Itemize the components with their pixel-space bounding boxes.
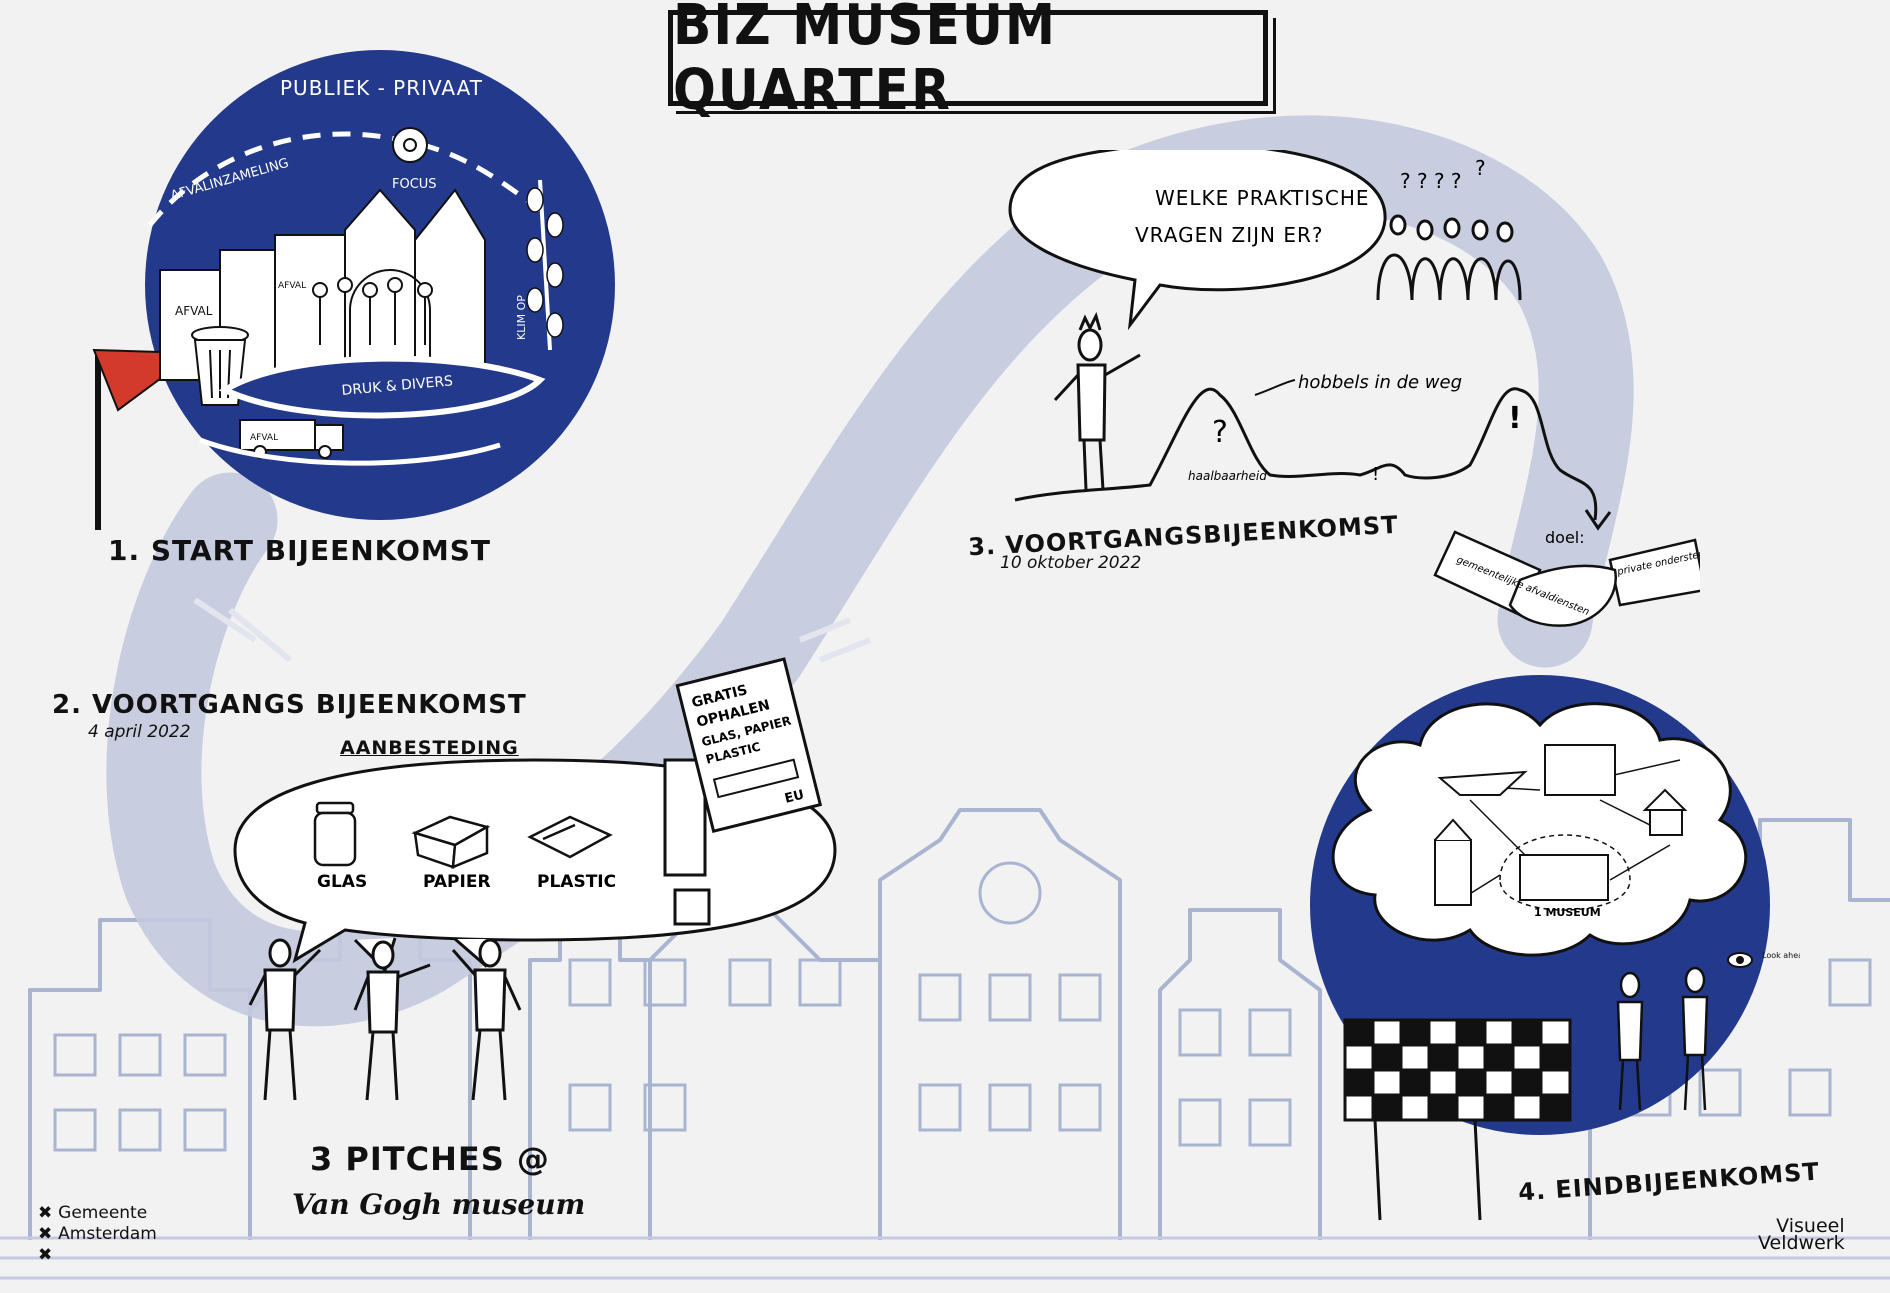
bubble-line-1: WELKE PRAKTISCHE (1155, 186, 1370, 210)
eye-icon (1727, 952, 1753, 968)
bubble-line-2: VRAGEN ZIJN ER? (1135, 223, 1324, 247)
hobbels-label: hobbels in de weg (1298, 372, 1462, 393)
plastic-label: PLASTIC (537, 872, 616, 892)
finish-flag-icon (1343, 1018, 1572, 1221)
credit: Visueel Veldwerk (1758, 1215, 1845, 1254)
glas-label: GLAS (317, 872, 367, 892)
amsterdam-text: Amsterdam (58, 1224, 157, 1244)
papier-label: PAPIER (423, 872, 491, 892)
title-box: BIZ MUSEUM QUARTER (668, 0, 1268, 123)
poster-eu: EU (783, 788, 805, 807)
eye-note-label: Look ahead (1762, 951, 1800, 960)
afval-small-label: AFVAL (278, 281, 306, 291)
people-group (312, 277, 433, 345)
question-bubble (1008, 150, 1387, 331)
step2-scene: GLAS PAPIER PLASTIC (233, 758, 837, 1101)
step2-label: 2. VOORTGANGS BIJEENKOMST (52, 690, 527, 720)
bumpy-road-line (1014, 387, 1598, 521)
svg-text:!: ! (1372, 464, 1379, 485)
haalbaarheid-label: haalbaarheid (1188, 469, 1267, 483)
svg-text:!: ! (1508, 401, 1522, 436)
plastic-package-icon (527, 815, 613, 859)
journey-road (106, 115, 1634, 1027)
handshake-icon (1433, 530, 1700, 627)
exclamation-icon (663, 758, 711, 926)
three-people (248, 938, 522, 1101)
glass-jar-icon (313, 801, 357, 867)
step3-scene: WELKE PRAKTISCHE VRAGEN ZIJN ER? ? ? ? ?… (1008, 150, 1700, 627)
step2-date: 4 april 2022 (88, 722, 191, 742)
credit-line2: Veldwerk (1758, 1232, 1845, 1254)
klim-op-label: KLIM OP (515, 295, 528, 340)
svg-text:? ? ? ?: ? ? ? ? (1400, 169, 1462, 193)
svg-text:?: ? (1212, 415, 1228, 450)
credit-line1: Visueel (1776, 1215, 1845, 1237)
step1-scene: PUBLIEK - PRIVAAT AFVALINZAMELING FOCUS … (92, 50, 615, 530)
eu-poster: GRATIS OPHALEN GLAS, PAPIER PLASTIC EU (675, 657, 823, 834)
step3-date: 10 oktober 2022 (1000, 553, 1142, 573)
afval-label: AFVAL (175, 304, 213, 318)
step1-label: 1. START BIJEENKOMST (108, 534, 492, 567)
garbage-truck-icon (239, 419, 344, 459)
climbing-vine (526, 179, 564, 351)
aanbesteding-label: AANBESTEDING (340, 737, 519, 759)
museum-label: 1 MUSEUM (1534, 906, 1601, 919)
cardboard-box-icon (411, 815, 491, 869)
publiek-privaat-label: PUBLIEK - PRIVAAT (280, 76, 483, 100)
page-title: BIZ MUSEUM QUARTER (673, 0, 1057, 123)
looking-people (1616, 966, 1709, 1111)
svg-text:?: ? (1475, 156, 1486, 180)
gemeente-text: Gemeente (58, 1203, 148, 1223)
standing-person (1053, 311, 1141, 491)
canal-railing (0, 1236, 1890, 1280)
gemeente-logo: ✖ Gemeente ✖ Amsterdam ✖ (38, 1203, 157, 1265)
focus-label: FOCUS (392, 177, 437, 192)
doel-label: doel: (1545, 528, 1585, 547)
museum-buildings-icon (1434, 744, 1688, 906)
venue-label: Van Gogh museum (292, 1188, 586, 1221)
focus-target-icon (392, 127, 428, 163)
pitches-label: 3 PITCHES @ (310, 1140, 550, 1178)
truck-afval-label: AFVAL (250, 433, 278, 443)
questioning-crowd (1376, 214, 1522, 301)
